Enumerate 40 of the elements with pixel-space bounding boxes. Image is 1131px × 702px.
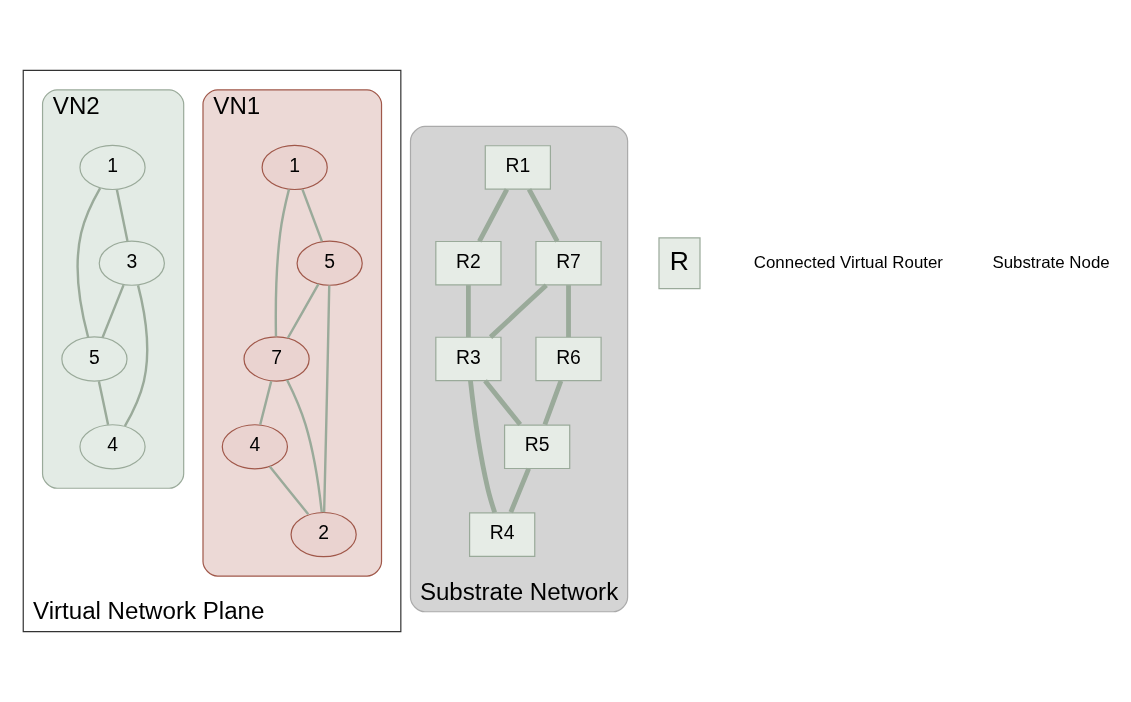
- connector: [76, 187, 102, 338]
- node-box: R3: [435, 336, 502, 382]
- node-box: R4: [469, 512, 536, 557]
- connector: [526, 188, 560, 243]
- legend-label: Substrate Node: [992, 252, 1110, 272]
- connector: [508, 467, 531, 514]
- connector: [268, 465, 310, 516]
- node-box: R7: [535, 240, 602, 286]
- connector: [115, 189, 129, 242]
- node-ellipse: 1: [261, 144, 328, 191]
- connector: [97, 381, 110, 425]
- node-ellipse: 1: [79, 144, 146, 191]
- connector: [477, 188, 509, 243]
- connector: [322, 285, 331, 513]
- connector: [465, 285, 471, 338]
- connector: [566, 285, 571, 338]
- node-box: R6: [535, 336, 602, 382]
- node-ellipse: 5: [61, 336, 128, 382]
- connector: [286, 283, 320, 339]
- connector: [488, 283, 548, 339]
- node-box: R5: [503, 424, 571, 470]
- node-ellipse: 2: [290, 511, 357, 558]
- connector: [274, 189, 291, 337]
- node-box: R2: [435, 240, 502, 286]
- node-ellipse: 3: [98, 240, 165, 286]
- connector: [468, 380, 497, 514]
- node-ellipse: 4: [79, 424, 146, 470]
- label: R: [669, 245, 690, 276]
- connector: [101, 284, 125, 338]
- node-ellipse: 5: [296, 240, 363, 286]
- node-ellipse: 7: [243, 336, 310, 382]
- connector: [286, 379, 323, 513]
- legend-label: Connected Virtual Router: [753, 252, 943, 272]
- node-box: R1: [484, 145, 552, 190]
- connector: [542, 380, 564, 426]
- connector: [483, 379, 523, 426]
- connector: [123, 285, 149, 427]
- connector: [259, 381, 273, 425]
- node-ellipse: 4: [221, 424, 289, 470]
- connector: [301, 188, 324, 242]
